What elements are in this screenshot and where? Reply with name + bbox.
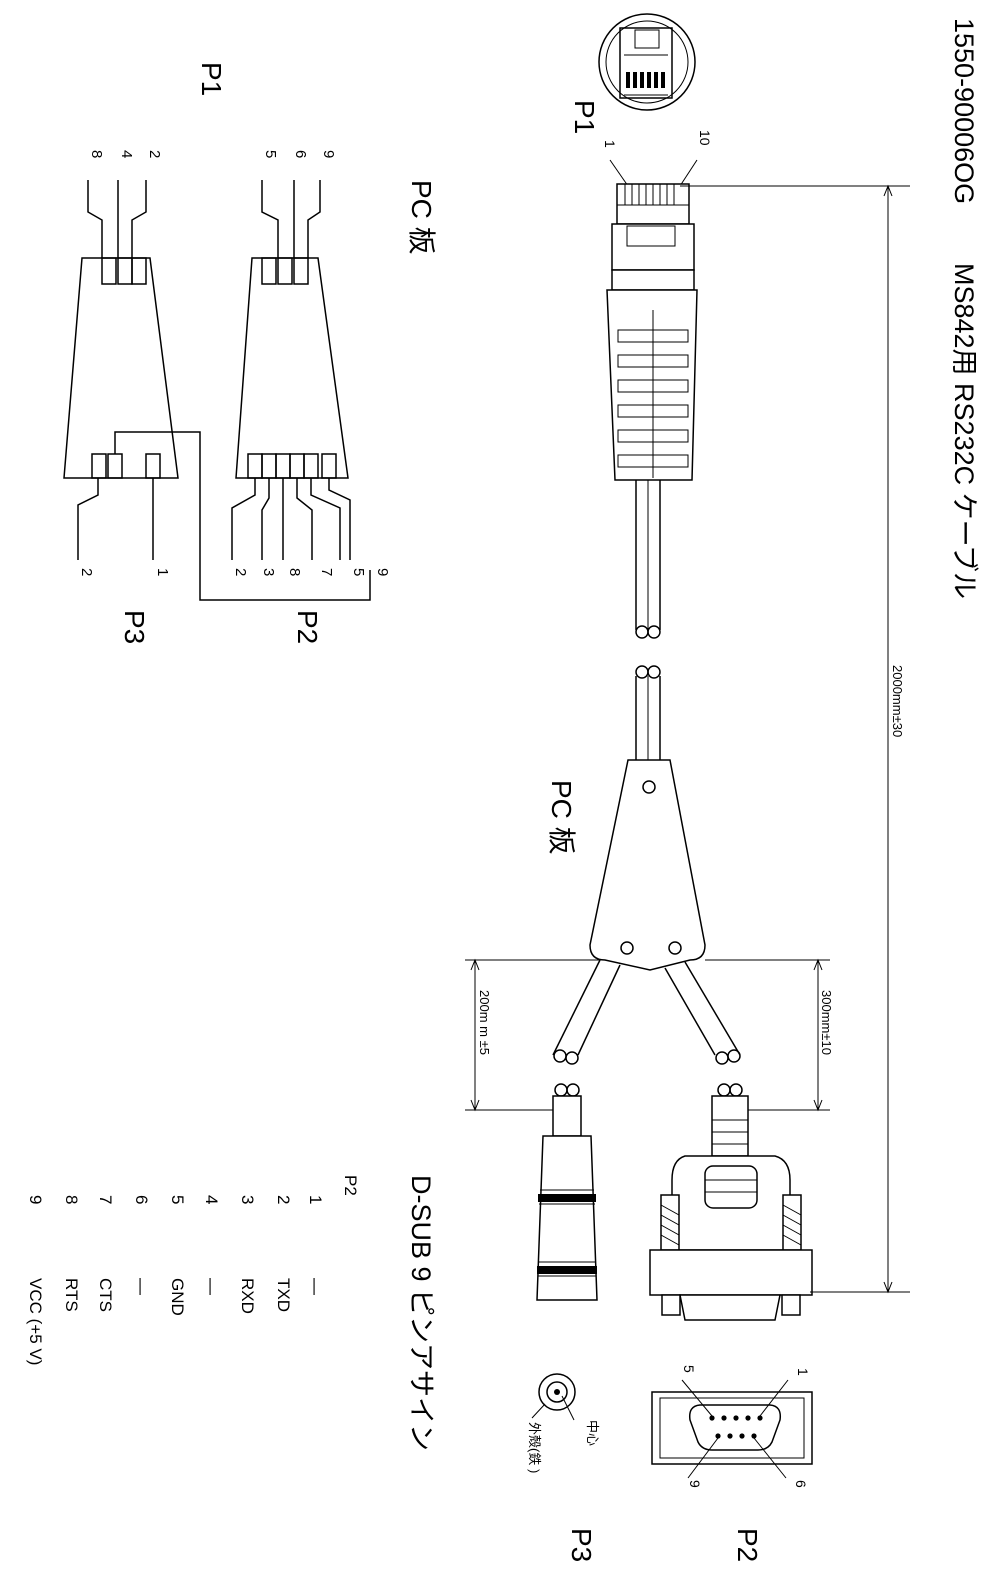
pin-row-1-num: 1 <box>306 1195 325 1204</box>
dimension-p3-label: 200m m ±5 <box>477 990 492 1055</box>
pin-row-3-signal: RXD <box>238 1278 257 1314</box>
title-description: MS842用 RS232C ケーブル <box>949 263 979 599</box>
pin-row-5-num: 5 <box>168 1195 187 1204</box>
p1-pin10-label: 10 <box>697 130 713 146</box>
schematic-p2-label: P2 <box>292 610 323 644</box>
s-p1-bot-2: 2 <box>146 150 163 158</box>
p3-dc-jack <box>536 1083 598 1301</box>
pin-row-6-signal: — <box>132 1278 151 1295</box>
p2-face-pin6: 6 <box>793 1480 809 1488</box>
cable-segment <box>635 480 661 760</box>
s-p2-3: 3 <box>260 568 277 576</box>
pin-table-heading: D-SUB 9 ピンアサイン <box>406 1175 436 1451</box>
title-block: 1550-90006OG MS842用 RS232C ケーブル <box>949 18 979 599</box>
dimension-p2-label: 300mm±10 <box>819 990 834 1055</box>
pin-row-5-signal: GND <box>168 1278 187 1316</box>
s-p2-8: 8 <box>286 568 303 576</box>
pin-row-1-signal: — <box>306 1278 325 1295</box>
schematic-p3-label: P3 <box>119 610 150 644</box>
pc-board-body <box>589 759 706 971</box>
p3-face-view <box>531 1373 576 1421</box>
s-p2-2: 2 <box>232 568 249 576</box>
pc-board-label-main: PC 板 <box>546 780 577 855</box>
schematic-p1-label: P1 <box>196 62 227 96</box>
p1-face-view <box>598 13 696 111</box>
pin-row-9-signal: VCC (+5 V) <box>26 1278 45 1365</box>
pin-row-6-num: 6 <box>132 1195 151 1204</box>
p1-rj-plug <box>606 183 698 481</box>
schematic-lower-board <box>63 180 371 601</box>
s-p1-bot-4: 4 <box>118 150 135 158</box>
branch-cables <box>552 959 741 1065</box>
schematic-pc-board-label: PC 板 <box>406 180 437 255</box>
p2-face-view <box>651 1379 813 1479</box>
pin-row-2-num: 2 <box>274 1195 293 1204</box>
p2-face-label: P2 <box>732 1528 763 1562</box>
dimension-p3-branch <box>465 958 600 1112</box>
schematic-upper-board <box>231 180 351 560</box>
pin-row-7-signal: CTS <box>96 1278 115 1312</box>
s-p2-9: 9 <box>374 568 391 576</box>
part-number: 1550-90006OG <box>949 18 979 204</box>
p3-center-label: 中心 <box>585 1420 600 1446</box>
p1-pin1-label: 1 <box>602 140 618 148</box>
pin-table-col-header: P2 <box>341 1175 360 1196</box>
pin-row-4-signal: — <box>202 1278 221 1295</box>
pin-row-2-signal: TXD <box>274 1278 293 1312</box>
pin-row-4-num: 4 <box>202 1195 221 1204</box>
p1-label: P1 <box>569 100 600 134</box>
s-p1-bot-8: 8 <box>88 150 105 158</box>
p2-face-pin1: 1 <box>795 1368 811 1376</box>
dimension-total-label: 2000mm±30 <box>890 665 905 737</box>
p2-dsub-connector <box>649 1083 813 1321</box>
s-p2-7: 7 <box>318 568 335 576</box>
dimension-total <box>680 184 910 1294</box>
pin-row-8-num: 8 <box>62 1195 81 1204</box>
s-p1-top-6: 6 <box>292 150 309 158</box>
p2-face-pin5: 5 <box>681 1365 697 1373</box>
s-p1-top-9: 9 <box>320 150 337 158</box>
pin-row-8-signal: RTS <box>62 1278 81 1312</box>
pin-row-7-num: 7 <box>96 1195 115 1204</box>
p3-shell-label: 外殻(鉄 ) <box>527 1422 542 1473</box>
pin-row-3-num: 3 <box>238 1195 257 1204</box>
pin-row-9-num: 9 <box>26 1195 45 1204</box>
s-p3-1: 1 <box>154 568 171 576</box>
dimension-p2-branch <box>705 958 830 1112</box>
p3-face-label: P3 <box>566 1528 597 1562</box>
p2-face-pin9: 9 <box>687 1480 703 1488</box>
s-p1-top-5: 5 <box>262 150 279 158</box>
s-p2-5: 5 <box>350 568 367 576</box>
s-p3-2: 2 <box>78 568 95 576</box>
